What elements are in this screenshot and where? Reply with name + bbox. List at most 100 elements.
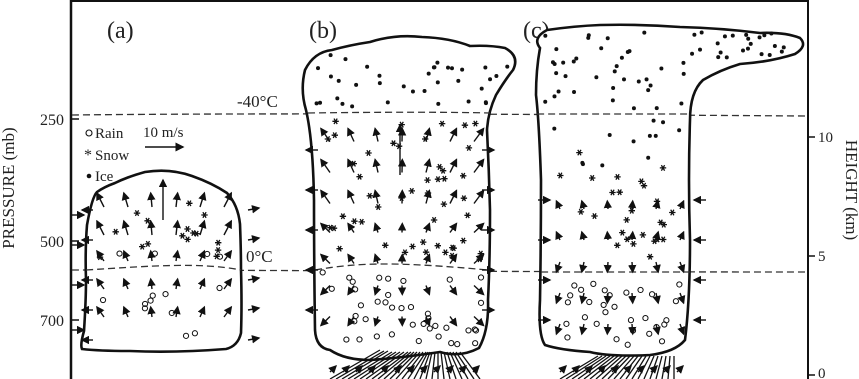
ice-particle (645, 77, 649, 81)
pressure-axis-label: PRESSURE (mb) (0, 127, 18, 248)
snow-symbol: * (84, 147, 92, 164)
ice-particle (648, 134, 652, 138)
flow-arrow (607, 201, 608, 209)
ice-particle (731, 34, 735, 38)
ice-particle (600, 163, 604, 167)
flow-arrow (607, 262, 608, 272)
ice-particle (543, 34, 547, 38)
ice-particle (386, 100, 390, 104)
height-axis-label: HEIGHT (km) (842, 140, 859, 240)
ice-particle (329, 75, 333, 79)
ice-particle (450, 66, 454, 70)
height-tick-label-5: 5 (818, 249, 826, 265)
isotherm-zero-label: 0°C (246, 247, 273, 266)
ice-particle (690, 52, 694, 56)
isotherm-minus40-label: -40°C (237, 92, 278, 111)
cloud-b-outline (303, 36, 516, 360)
ice-particle (746, 47, 750, 51)
ice-particle (543, 100, 547, 104)
ice-particle (620, 56, 624, 60)
ice-particle (552, 127, 556, 131)
ice-particle (354, 83, 358, 87)
ice-particle (378, 81, 382, 85)
ice-particle (782, 45, 786, 49)
ice-particle (661, 120, 665, 124)
pressure-tick-label-700: 700 (40, 313, 64, 330)
ice-particle (773, 44, 777, 48)
ice-particle (649, 84, 653, 88)
ice-particle (402, 84, 406, 88)
ice-particle (553, 62, 557, 66)
height-tick-label-10: 10 (818, 130, 833, 146)
cloud-a-outline (81, 171, 241, 352)
flow-arrow (248, 308, 259, 310)
ice-particle (484, 101, 488, 105)
ice-particle (682, 72, 686, 76)
ice-particle (646, 156, 650, 160)
ice-particle (594, 75, 598, 79)
ice-particle (561, 61, 565, 65)
ice-particle (719, 51, 723, 55)
ice-particle (365, 65, 369, 69)
ice-particle (652, 119, 656, 123)
ice-particle (716, 55, 720, 59)
ice-particle (723, 34, 727, 38)
ice-particle (505, 65, 509, 69)
ice-particle (613, 69, 617, 73)
ice-particle (329, 53, 333, 57)
flow-arrow (632, 293, 633, 303)
ice-particle (456, 79, 460, 83)
rain-symbol (86, 130, 92, 136)
ice-particle (606, 36, 610, 40)
isotherm-minus40-inside-cloud-b (308, 112, 490, 113)
flow-arrow (248, 238, 259, 240)
ice-particle (554, 71, 558, 75)
ice-particle (423, 89, 427, 93)
ice-particle (436, 102, 440, 106)
ice-particle (677, 128, 681, 132)
ice-particle (343, 57, 347, 61)
flow-arrow (607, 232, 608, 240)
ice-particle (725, 55, 729, 59)
ice-particle (581, 162, 585, 166)
ice-particle (377, 74, 381, 78)
ice-particle (741, 48, 745, 52)
flow-arrow (607, 293, 608, 303)
ice-particle (769, 31, 773, 35)
ice-particle (572, 59, 576, 63)
ice-particle (483, 65, 487, 69)
panel-label-a: (a) (107, 18, 134, 44)
legend-snow-label: Snow (95, 148, 129, 164)
flow-arrow (632, 324, 633, 334)
legend-ice-label: Ice (95, 169, 114, 185)
ice-particle (615, 64, 619, 68)
ice-particle (681, 61, 685, 65)
ice-particle (611, 98, 615, 102)
flow-arrow (632, 232, 633, 240)
ice-particle (659, 67, 663, 71)
ice-particle (746, 37, 750, 41)
ice-particle (632, 106, 636, 110)
ice-particle (435, 61, 439, 65)
ice-particle (335, 96, 339, 100)
ice-particle (626, 50, 630, 54)
ice-particle (337, 79, 341, 83)
height-tick-label-0: 0 (818, 366, 826, 379)
ice-particle (700, 30, 704, 34)
flow-arrow (248, 208, 259, 210)
ice-particle (698, 48, 702, 52)
ice-particle (411, 90, 415, 94)
ice-particle (480, 87, 484, 91)
flow-arrow (248, 338, 259, 340)
ice-particle (436, 80, 440, 84)
ice-particle (587, 33, 591, 37)
ice-particle (557, 89, 561, 93)
ice-particle (572, 90, 576, 94)
ice-particle (780, 50, 784, 54)
ice-particle (467, 100, 471, 104)
flow-arrow (560, 366, 566, 372)
ice-particle (642, 31, 646, 35)
pressure-tick-label-500: 500 (40, 234, 64, 251)
ice-particle (762, 33, 766, 37)
